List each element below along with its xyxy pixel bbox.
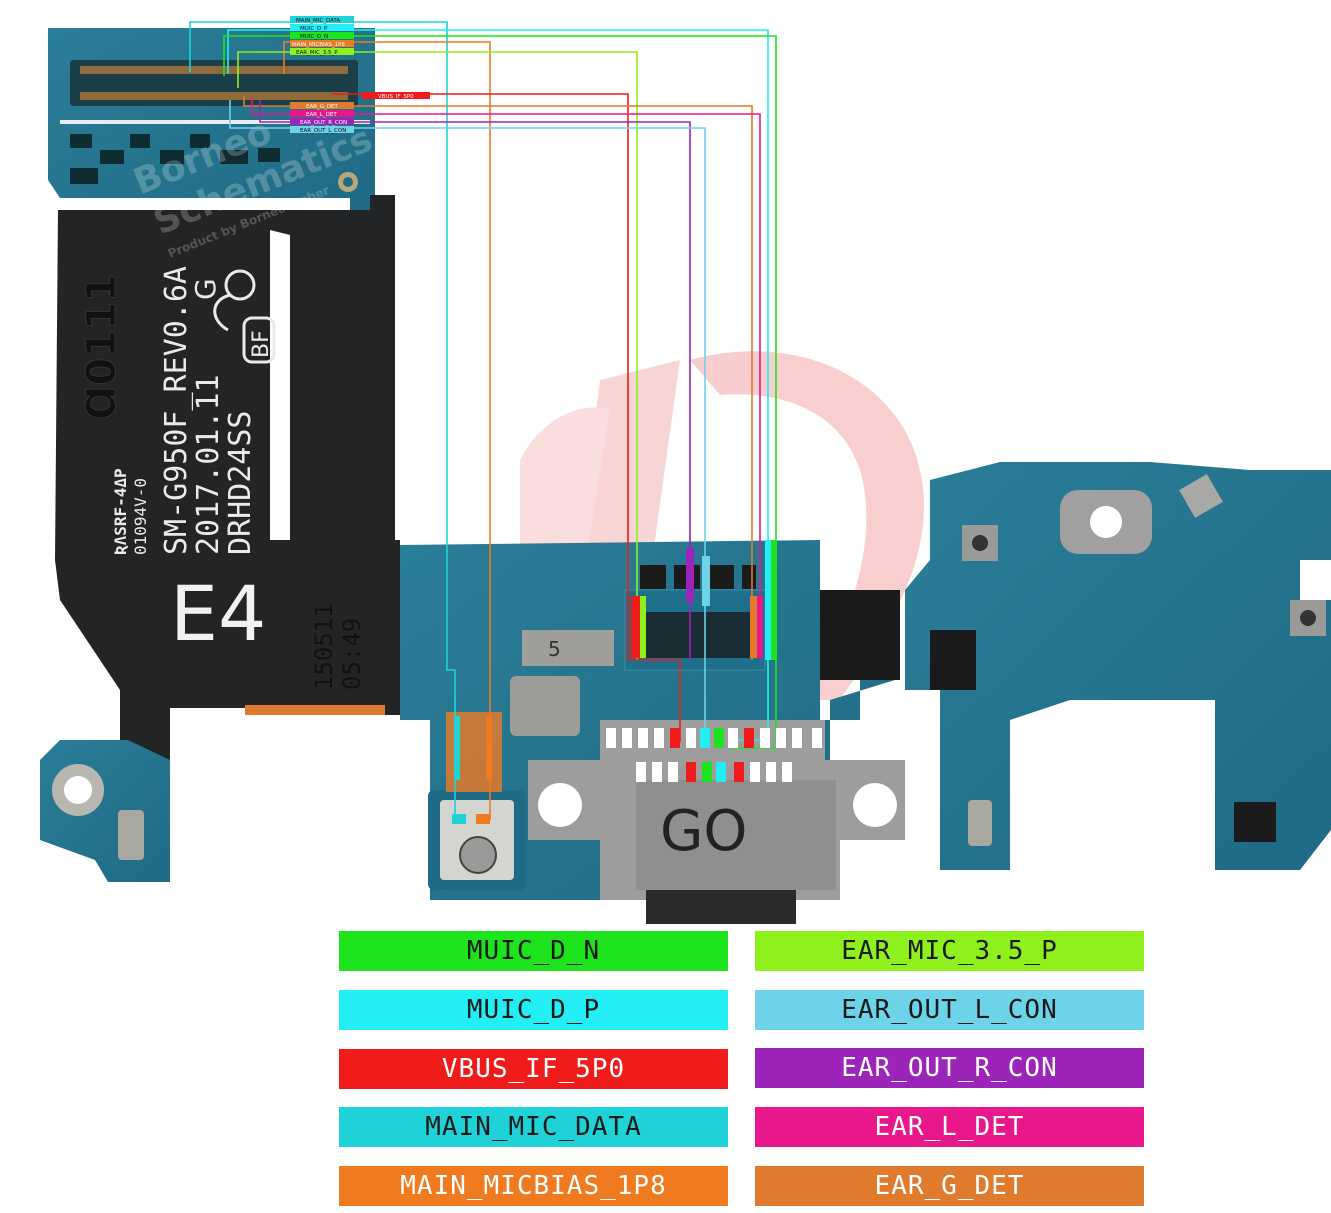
legend-label: MAIN_MIC_DATA bbox=[425, 1112, 642, 1142]
pad-mark-text: 5 bbox=[548, 637, 561, 661]
top-connector-tags: MAIN_MIC_DATA MUIC_D_P MUIC_D_N MAIN_MIC… bbox=[290, 16, 430, 134]
tag-ear-out-l-con: EAR_OUT_L_CON bbox=[300, 128, 346, 134]
port-mark-text: GO bbox=[660, 799, 747, 864]
top-connector-board bbox=[48, 28, 375, 212]
legend-main-mic-data: MAIN_MIC_DATA bbox=[339, 1107, 728, 1147]
legend-label: EAR_OUT_R_CON bbox=[841, 1053, 1058, 1083]
tag-ear-g-det: EAR_G_DET bbox=[306, 104, 339, 110]
legend-label: EAR_MIC_3.5_P bbox=[841, 936, 1058, 966]
tag-muic-d-p: MUIC_D_P bbox=[300, 26, 328, 32]
legend-ear-out-r-con: EAR_OUT_R_CON bbox=[755, 1048, 1144, 1088]
right-flex bbox=[820, 590, 900, 680]
legend-label: EAR_OUT_L_CON bbox=[841, 995, 1058, 1025]
tag-muic-d-n: MUIC_D_N bbox=[300, 34, 328, 40]
legend-label: EAR_L_DET bbox=[874, 1112, 1025, 1142]
tag-ear-out-r-con: EAR_OUT_R_CON bbox=[300, 120, 347, 126]
legend-ear-mic-3-5-p: EAR_MIC_3.5_P bbox=[755, 931, 1144, 971]
trace-ear-out-r-con bbox=[259, 100, 691, 660]
samsung-logo bbox=[213, 269, 256, 332]
logo-g-text: G bbox=[189, 278, 222, 300]
pad-marker: 5 bbox=[522, 630, 614, 666]
signal-traces bbox=[189, 21, 777, 820]
trace-ear-g-det bbox=[243, 96, 753, 660]
legend-muic-d-n: MUIC_D_N bbox=[339, 931, 728, 971]
legend-label: MAIN_MICBIAS_1P8 bbox=[400, 1171, 667, 1201]
legend-label: MUIC_D_P bbox=[466, 995, 601, 1025]
cert-line-1: ƦɅSRF-4ΔP bbox=[111, 468, 130, 555]
trace-vbus-if-5p0 bbox=[332, 93, 681, 742]
legend-label: MUIC_D_N bbox=[466, 936, 601, 966]
trace-muic-d-p bbox=[227, 29, 769, 741]
legend-ear-g-det: EAR_G_DET bbox=[755, 1166, 1144, 1206]
tag-vbus-if-5p0: VBUS_IF_5P0 bbox=[378, 94, 414, 100]
trace-main-micbias-1p8 bbox=[283, 41, 491, 820]
trace-ear-l-det bbox=[251, 98, 761, 660]
tag-ear-l-det: EAR_L_DET bbox=[306, 112, 337, 118]
tag-ear-mic-3-5-p: EAR_MIC_3.5_P bbox=[296, 50, 338, 56]
logo-bf-text: BF bbox=[249, 330, 274, 358]
time-text: 05:49 bbox=[338, 618, 366, 690]
left-mount-tab bbox=[40, 740, 170, 882]
trace-ear-out-l-con bbox=[229, 100, 706, 742]
pcb-diagram: SM-G950F_REV0.6A 2017.01.11 DRHD24SS E4 … bbox=[40, 16, 1331, 924]
cert-line-2: 01094V-0 bbox=[131, 478, 150, 555]
flex-cable: SM-G950F_REV0.6A 2017.01.11 DRHD24SS E4 … bbox=[55, 195, 400, 760]
right-antenna-board bbox=[905, 462, 1331, 870]
legend-label: VBUS_IF_5P0 bbox=[441, 1054, 626, 1084]
board-id-text: E4 bbox=[170, 569, 266, 658]
side-text: Ɑ0111 bbox=[79, 274, 125, 420]
legend-ear-l-det: EAR_L_DET bbox=[755, 1107, 1144, 1147]
trace-main-mic-data bbox=[189, 21, 456, 820]
legend-label: EAR_G_DET bbox=[874, 1171, 1025, 1201]
board-date-text: 2017.01.11 bbox=[191, 374, 226, 555]
trace-ear-mic-3-5-p bbox=[237, 51, 638, 660]
board-model-text: SM-G950F_REV0.6A bbox=[159, 266, 194, 555]
legend-main-micbias-1p8: MAIN_MICBIAS_1P8 bbox=[339, 1166, 728, 1206]
lot-text: 150511 bbox=[310, 603, 338, 690]
legend-vbus-if-5p0: VBUS_IF_5P0 bbox=[339, 1049, 728, 1089]
tag-main-mic-data: MAIN_MIC_DATA bbox=[296, 18, 340, 24]
legend-ear-out-l-con: EAR_OUT_L_CON bbox=[755, 990, 1144, 1030]
legend-muic-d-p: MUIC_D_P bbox=[339, 990, 728, 1030]
pin-markers bbox=[452, 540, 822, 824]
tag-main-micbias-1p8: MAIN_MICBIAS_1P8 bbox=[292, 42, 345, 48]
board-code-text: DRHD24SS bbox=[223, 411, 258, 556]
